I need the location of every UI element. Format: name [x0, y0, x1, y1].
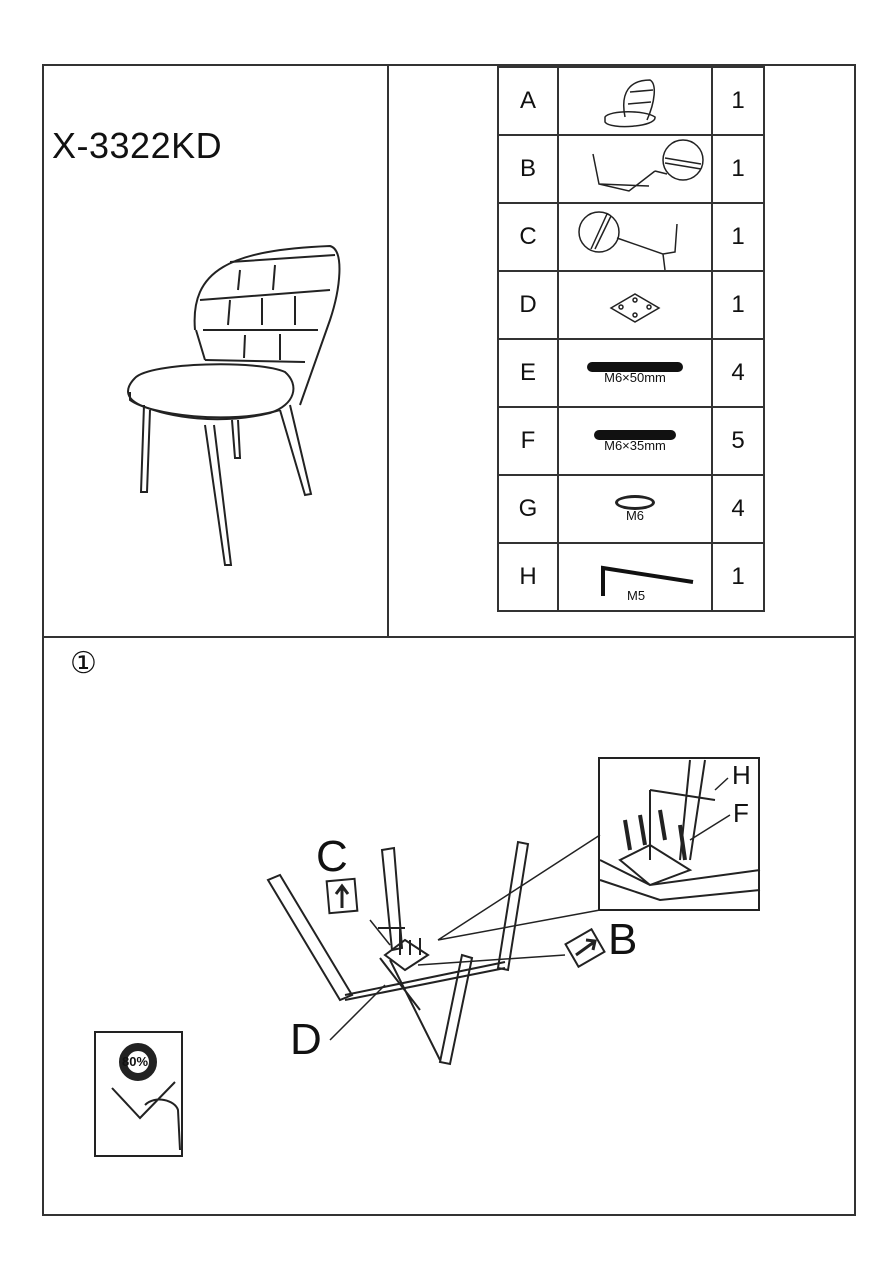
divider: [42, 636, 854, 638]
part-letter: G: [497, 474, 559, 544]
front-leg-frame-icon: [557, 134, 713, 204]
part-letter: E: [497, 338, 559, 408]
part-spec: M6×50mm: [604, 369, 666, 385]
bolt-icon: M6×35mm: [557, 406, 713, 476]
part-letter: H: [497, 542, 559, 612]
part-letter: C: [497, 202, 559, 272]
part-qty: 1: [711, 202, 765, 272]
part-letter: F: [497, 406, 559, 476]
model-number: X-3322KD: [52, 125, 223, 166]
part-qty: 1: [711, 542, 765, 612]
part-qty: 1: [711, 134, 765, 204]
part-qty: 5: [711, 406, 765, 476]
part-qty: 4: [711, 474, 765, 544]
part-letter: B: [497, 134, 559, 204]
part-spec: M6: [625, 508, 645, 523]
label-d: D: [290, 1015, 322, 1064]
label-b: B: [608, 915, 638, 964]
label-f: F: [733, 798, 749, 828]
label-h: H: [732, 760, 751, 790]
seat-icon: [557, 66, 713, 136]
allen-key-icon: M5: [557, 542, 713, 612]
step-number: ①: [70, 646, 97, 681]
divider: [387, 64, 389, 638]
washer-icon: M6: [557, 474, 713, 544]
mounting-plate-icon: [557, 270, 713, 340]
part-spec: M6×35mm: [604, 437, 666, 453]
part-spec: M5: [627, 588, 646, 603]
table-row: G M6 4: [497, 474, 765, 544]
part-qty: 1: [711, 66, 765, 136]
table-row: F M6×35mm 5: [497, 406, 765, 476]
table-row: H M5 1: [497, 542, 765, 612]
part-letter: A: [497, 66, 559, 136]
part-qty: 1: [711, 270, 765, 340]
page-frame: [42, 64, 856, 1216]
part-letter: D: [497, 270, 559, 340]
rear-leg-frame-icon: [557, 202, 713, 272]
label-c: C: [316, 832, 348, 881]
tighten-80-percent-icon: 80%: [122, 1054, 149, 1069]
bolt-icon: M6×50mm: [557, 338, 713, 408]
part-qty: 4: [711, 338, 765, 408]
table-row: E M6×50mm 4: [497, 338, 765, 408]
